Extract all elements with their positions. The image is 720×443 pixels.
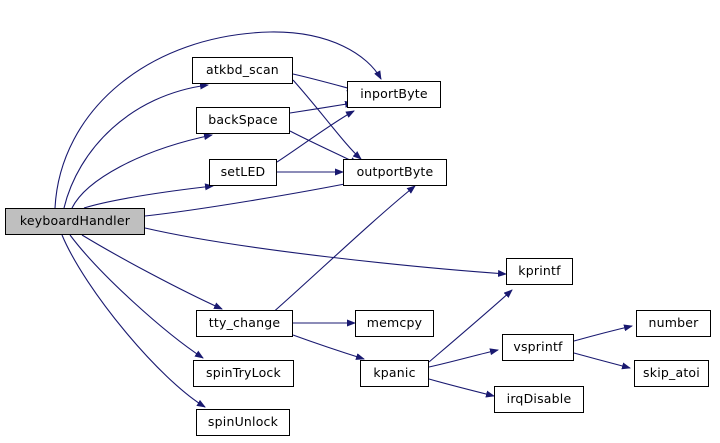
graph-node-inportByte[interactable]: inportByte (347, 81, 441, 108)
graph-node-vsprintf[interactable]: vsprintf (502, 334, 574, 361)
graph-node-label: irqDisable (506, 391, 572, 407)
call-edge-keyboardHandler-to-setLED (83, 183, 214, 209)
call-edge-keyboardHandler-to-kprintf (144, 227, 507, 277)
graph-node-outportByte[interactable]: outportByte (343, 159, 447, 186)
call-edge-keyboardHandler-to-atkbd_scan (63, 82, 209, 209)
graph-node-label: vsprintf (513, 339, 563, 355)
call-edge-atkbd_scan-to-inportByte (292, 73, 356, 92)
call-edge-keyboardHandler-to-tty_change (81, 234, 223, 310)
graph-node-number[interactable]: number (636, 310, 711, 337)
call-edge-keyboardHandler-to-spinUnlock (61, 234, 206, 408)
graph-node-label: number (648, 315, 699, 331)
graph-node-label: spinTryLock (206, 365, 281, 381)
graph-node-label: setLED (220, 164, 266, 180)
call-edge-keyboardHandler-to-backSpace (71, 133, 213, 209)
call-edge-setLED-to-inportByte (276, 110, 355, 163)
graph-node-label: tty_change (208, 315, 281, 331)
graph-node-atkbd_scan[interactable]: atkbd_scan (192, 57, 293, 84)
call-edge-keyboardHandler-to-outportByte (144, 179, 361, 217)
graph-node-kpanic[interactable]: kpanic (360, 360, 429, 387)
graph-node-label: spinUnlock (207, 414, 279, 430)
call-edge-tty_change-to-outportByte (269, 185, 416, 316)
graph-node-keyboardHandler[interactable]: keyboardHandler (5, 208, 145, 235)
call-edge-kpanic-to-vsprintf (428, 348, 499, 368)
graph-node-label: atkbd_scan (206, 62, 279, 78)
graph-node-label: kprintf (518, 263, 561, 279)
graph-node-tty_change[interactable]: tty_change (196, 310, 293, 337)
graph-node-spinUnlock[interactable]: spinUnlock (196, 409, 290, 436)
graph-node-memcpy[interactable]: memcpy (355, 310, 434, 337)
call-edge-kpanic-to-kprintf (428, 289, 513, 363)
call-edge-vsprintf-to-skip_atoi (573, 352, 631, 370)
graph-node-spinTryLock[interactable]: spinTryLock (193, 360, 294, 387)
graph-node-label: keyboardHandler (19, 213, 131, 229)
graph-node-irqDisable[interactable]: irqDisable (494, 386, 584, 413)
call-edge-keyboardHandler-to-spinTryLock (69, 234, 204, 359)
graph-node-label: inportByte (360, 86, 428, 102)
graph-node-label: outportByte (356, 164, 434, 180)
call-edge-tty_change-to-kpanic (292, 334, 365, 360)
graph-node-skip_atoi[interactable]: skip_atoi (634, 360, 709, 387)
graph-node-kprintf[interactable]: kprintf (506, 258, 573, 285)
call-edge-keyboardHandler-to-inportByte (54, 31, 382, 209)
graph-node-backSpace[interactable]: backSpace (196, 107, 290, 134)
graph-node-setLED[interactable]: setLED (209, 159, 277, 186)
call-edge-kpanic-to-irqDisable (428, 378, 495, 398)
graph-node-label: kpanic (373, 365, 416, 381)
call-edge-vsprintf-to-number (573, 324, 633, 342)
graph-node-label: backSpace (208, 112, 278, 128)
graph-node-label: skip_atoi (643, 365, 700, 381)
graph-node-label: memcpy (366, 315, 423, 331)
call-edge-backSpace-to-inportByte (289, 100, 354, 114)
